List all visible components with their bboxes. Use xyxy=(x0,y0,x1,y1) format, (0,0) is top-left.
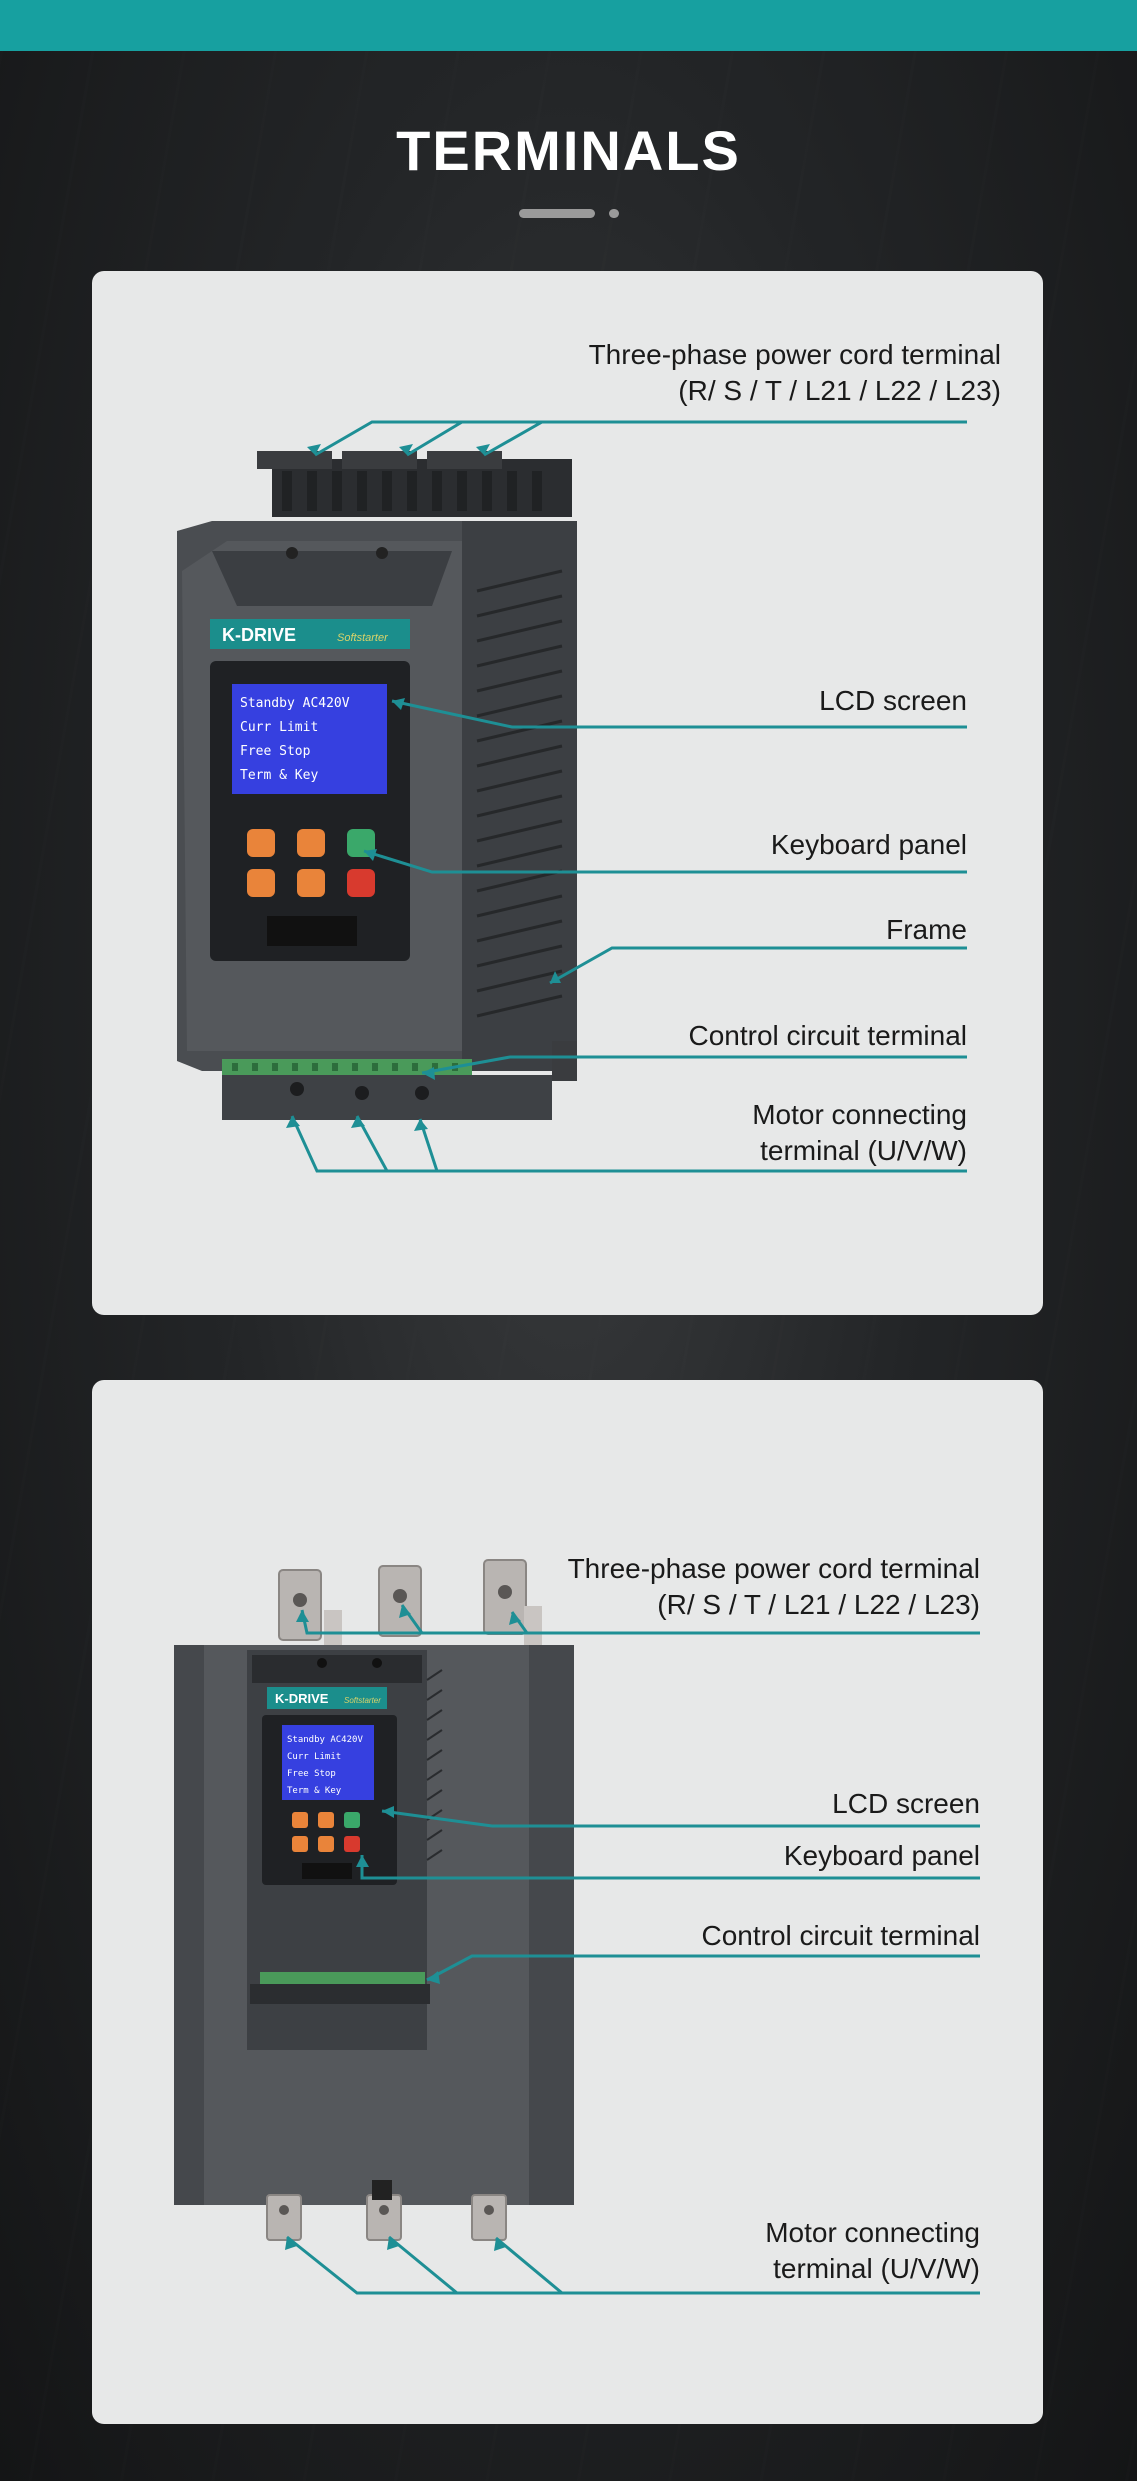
lcd-line: Free Stop xyxy=(240,744,311,759)
label-lcd-screen: LCD screen xyxy=(819,685,967,716)
label-control-terminal: Control circuit terminal xyxy=(701,1920,980,1951)
top-accent-bar xyxy=(0,0,1137,51)
brand-logo-compact: K-DRIVE xyxy=(222,625,296,645)
label-control-terminal: Control circuit terminal xyxy=(688,1020,967,1051)
lcd-line: Standby AC420V xyxy=(240,696,350,711)
brand-subtitle-compact: Softstarter xyxy=(337,632,389,644)
label-power-terminal: Three-phase power cord terminal (R/ S / … xyxy=(588,339,1001,406)
label-motor-terminal: Motor connecting terminal (U/V/W) xyxy=(752,1099,967,1166)
lcd-line: Term & Key xyxy=(287,1786,342,1796)
title-divider-long xyxy=(519,209,595,218)
lcd-line: Curr Limit xyxy=(287,1752,341,1762)
lcd-line: Term & Key xyxy=(240,768,318,783)
page-title: TERMINALS xyxy=(396,119,741,182)
label-motor-terminal: Motor connecting terminal (U/V/W) xyxy=(765,2217,980,2284)
terminals-card-compact: K-DRIVE Softstarter Standby AC420V Curr … xyxy=(92,271,1043,1315)
lcd-line: Free Stop xyxy=(287,1769,336,1779)
label-keyboard-panel: Keyboard panel xyxy=(783,1840,980,1871)
terminals-card-large: K-DRIVE Softstarter Standby AC420V Curr … xyxy=(92,1380,1043,2424)
leader-lines-compact xyxy=(290,420,967,1173)
label-keyboard-panel: Keyboard panel xyxy=(770,829,967,860)
label-lcd-screen: LCD screen xyxy=(832,1788,980,1819)
lcd-line: Standby AC420V xyxy=(287,1735,363,1745)
brand-logo-large: K-DRIVE xyxy=(275,1691,329,1706)
device-illustration-compact: K-DRIVE Softstarter Standby AC420V Curr … xyxy=(177,420,967,1173)
title-divider-dot xyxy=(609,209,619,218)
label-power-terminal: Three-phase power cord terminal (R/ S / … xyxy=(567,1553,980,1620)
brand-subtitle-large: Softstarter xyxy=(344,1696,381,1705)
lcd-line: Curr Limit xyxy=(240,720,318,735)
label-frame: Frame xyxy=(886,914,967,945)
device-illustration-large: K-DRIVE Softstarter Standby AC420V Curr … xyxy=(174,1559,980,2295)
